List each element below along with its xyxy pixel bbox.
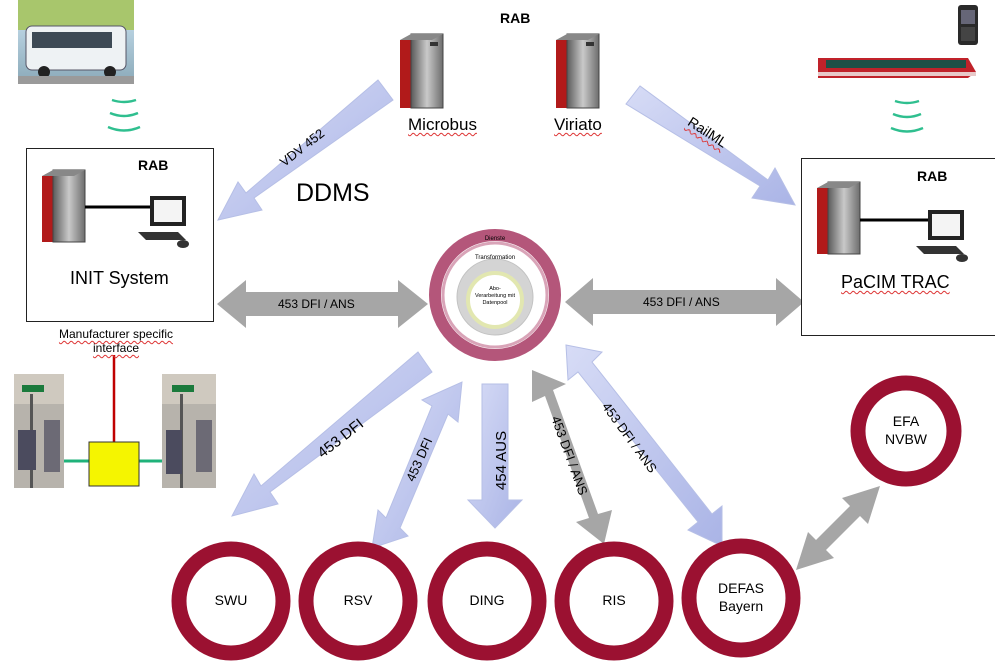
hub-inner-label: Abo-Verarbeitung mit Datenpool <box>474 286 516 306</box>
hub-middle-label: Transformation <box>474 255 516 261</box>
pacim-trac-label: PaCIM TRAC <box>841 272 950 292</box>
ring-label-efa-2: NVBW <box>885 431 927 447</box>
right-link-label: 453 DFI / ANS <box>643 295 720 309</box>
hub-outer-label: Dienste <box>484 236 506 242</box>
server-icon <box>400 33 444 109</box>
phone-image <box>958 5 978 45</box>
ring-label-defas-2: Bayern <box>718 598 764 614</box>
ring-efa <box>850 375 962 487</box>
ring-label-ding: DING <box>469 592 505 608</box>
init-system-label: INIT System <box>70 268 169 288</box>
left-link-label: 453 DFI / ANS <box>278 297 355 311</box>
viriato-label: Viriato <box>554 115 602 134</box>
pacim-trac-box <box>801 158 995 336</box>
signal-icon <box>107 98 141 132</box>
bus-stop-image <box>14 374 64 488</box>
hub <box>429 229 561 361</box>
ring-rsv <box>298 541 418 661</box>
init-system-box <box>26 148 214 322</box>
server-icon <box>556 33 600 109</box>
ring-label-efa-1: EFA <box>892 413 920 429</box>
arrow-swu <box>231 351 433 517</box>
arrow-right-link <box>565 278 804 326</box>
interface-box <box>88 441 140 487</box>
ring-ris <box>554 541 674 661</box>
rab-right-label: RAB <box>917 168 948 184</box>
arrow-railml <box>625 85 796 206</box>
signal-icon <box>890 99 924 133</box>
bus-image <box>18 0 134 84</box>
ring-ding <box>427 541 547 661</box>
ring-label-ris: RIS <box>602 592 626 608</box>
arrow-ris <box>532 370 612 544</box>
ring-label-rsv: RSV <box>343 592 373 608</box>
ding-arrow-label: 454 AUS <box>493 430 511 491</box>
ring-swu <box>171 541 291 661</box>
ring-label-swu: SWU <box>214 592 248 608</box>
arrow-vdv <box>217 79 394 221</box>
arrow-left-link <box>217 280 428 328</box>
microbus-label: Microbus <box>408 115 477 134</box>
ring-label-defas-1: DEFAS <box>718 580 764 596</box>
bus-stop-image <box>162 374 216 488</box>
ddms-label: DDMS <box>296 179 370 207</box>
train-image <box>818 58 976 78</box>
arrow-ding <box>466 383 524 529</box>
rab-left-label: RAB <box>138 157 169 173</box>
arrow-defas-efa <box>796 486 880 570</box>
manufacturer-label: Manufacturer specific interface <box>58 327 174 355</box>
ring-defas <box>681 538 801 658</box>
rab-top-label: RAB <box>500 10 531 26</box>
